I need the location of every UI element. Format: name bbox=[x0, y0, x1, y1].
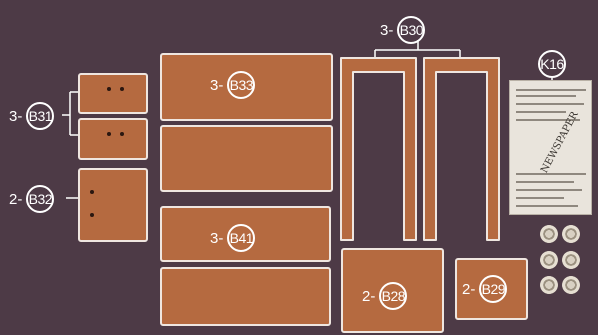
callout-k16: K16 bbox=[538, 50, 566, 78]
cam-lock-fitting-icon bbox=[562, 251, 580, 269]
part-code-b30: B30 bbox=[397, 16, 425, 44]
callout-b29: 2- B29 bbox=[462, 275, 507, 303]
qty-b29: 2- bbox=[462, 281, 475, 298]
part-code-k16: K16 bbox=[538, 50, 566, 78]
callout-b30: 3- B30 bbox=[380, 16, 425, 44]
cam-lock-fitting-icon bbox=[540, 251, 558, 269]
cam-lock-fitting-icon bbox=[540, 276, 558, 294]
newspaper-sticker-icon: NEWSPAPER bbox=[509, 80, 592, 215]
cam-lock-fitting-icon bbox=[540, 225, 558, 243]
callout-b28: 2- B28 bbox=[362, 282, 407, 310]
frame-b30-b bbox=[424, 58, 499, 240]
qty-b30: 3- bbox=[380, 22, 393, 39]
qty-b28: 2- bbox=[362, 288, 375, 305]
cam-lock-fitting-icon bbox=[562, 276, 580, 294]
cam-lock-fitting-icon bbox=[562, 225, 580, 243]
part-code-b28: B28 bbox=[379, 282, 407, 310]
part-code-b29: B29 bbox=[479, 275, 507, 303]
frame-b30-a bbox=[341, 58, 416, 240]
